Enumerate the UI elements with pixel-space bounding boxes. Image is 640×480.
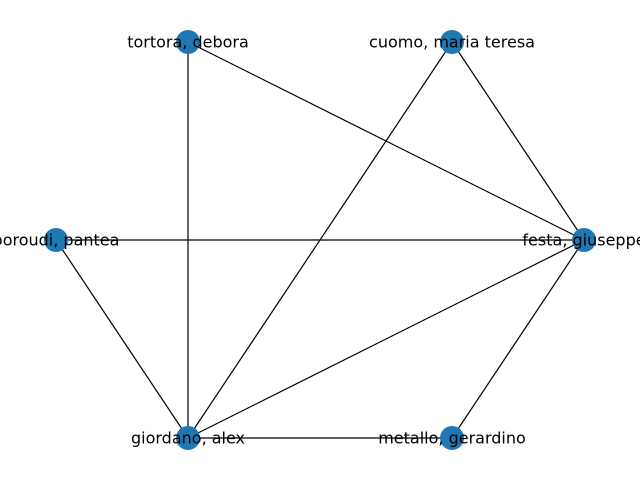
node-boroudi — [44, 228, 68, 252]
edges-layer — [55, 41, 585, 439]
node-label-metallo: metallo, gerardino — [378, 429, 526, 448]
node-label-boroudi: boroudi, pantea — [0, 231, 119, 250]
nodes-layer — [44, 30, 596, 450]
node-tortora — [176, 30, 200, 54]
node-festa — [572, 228, 596, 252]
node-label-cuomo: cuomo, maria teresa — [369, 33, 535, 52]
node-metallo — [440, 426, 464, 450]
node-cuomo — [440, 30, 464, 54]
labels-layer: tortora, debora cuomo, maria teresa festa,… — [0, 33, 640, 448]
node-label-tortora: tortora, debora — [127, 33, 249, 52]
edge-giordano-festa — [187, 239, 585, 439]
edge-boroudi-giordano — [55, 239, 189, 439]
node-label-festa: festa, giuseppe — [522, 231, 640, 250]
edge-cuomo-festa — [451, 41, 585, 241]
edge-festa-metallo — [451, 239, 585, 439]
node-label-giordano: giordano, alex — [131, 429, 245, 448]
node-giordano — [176, 426, 200, 450]
